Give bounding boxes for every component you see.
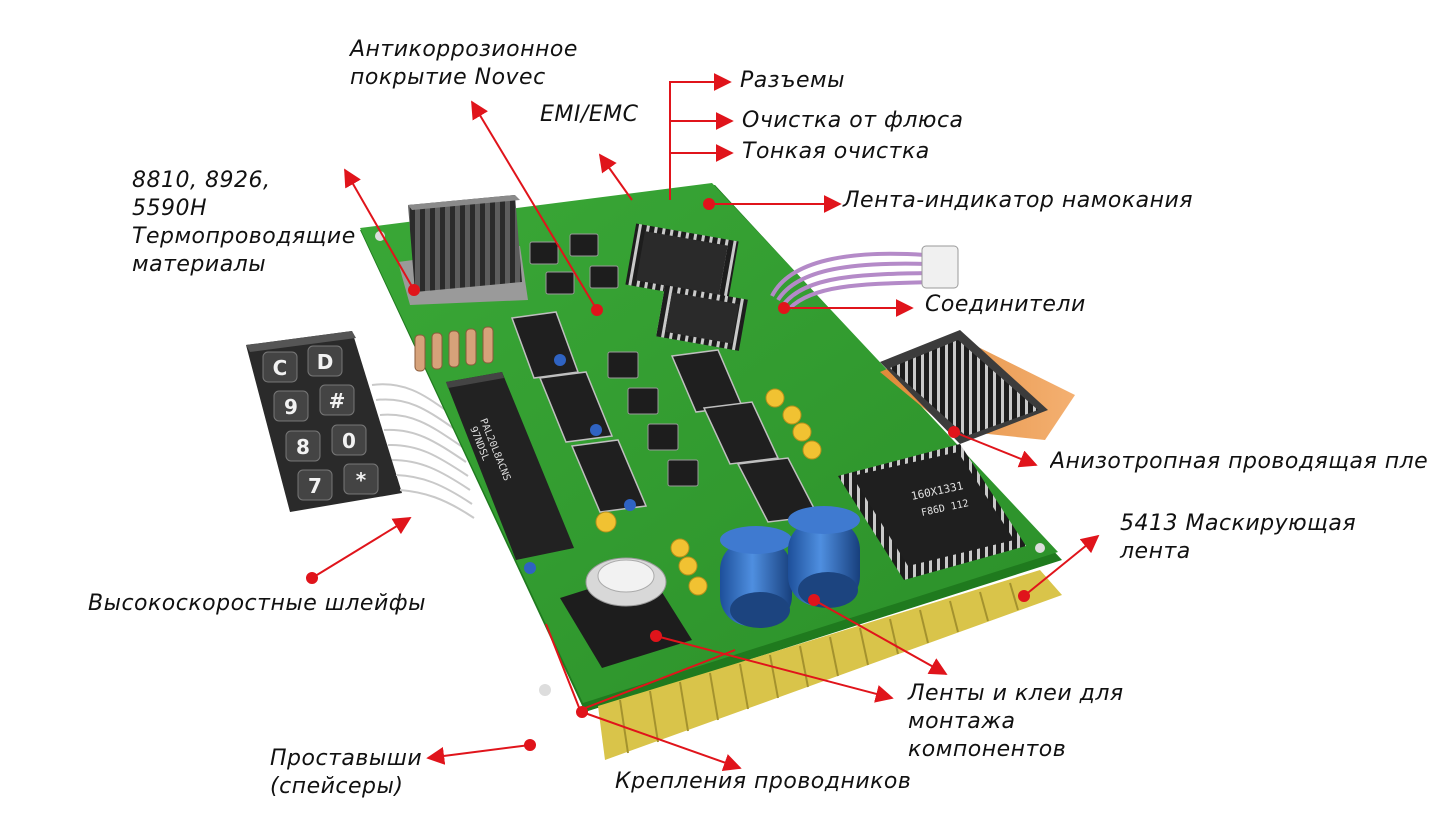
label-line: Антикоррозионное xyxy=(350,37,578,62)
keypad-key: * xyxy=(356,468,367,492)
arrow-masking xyxy=(1023,534,1100,597)
keypad-key: 9 xyxy=(284,395,298,419)
label-line: Термопроводящие xyxy=(132,224,356,249)
label-flux-cleaning: Очистка от флюса xyxy=(742,108,964,133)
label-spacers: Проставыши (спейсеры) xyxy=(270,745,422,801)
arrow-fasteners xyxy=(581,711,742,772)
keypad-key: C xyxy=(273,356,288,380)
label-connectors: Соединители xyxy=(925,292,1086,317)
keypad-key: 0 xyxy=(342,429,356,453)
dip-chips xyxy=(510,311,820,523)
label-fasteners: Крепления проводников xyxy=(615,769,912,794)
arrow-tapes-2 xyxy=(813,599,948,675)
arrow-thermal xyxy=(344,168,415,291)
label-line: компонентов xyxy=(908,737,1067,762)
keypad: C D 9 # 8 0 7 * xyxy=(246,331,402,512)
ceramic-capacitors xyxy=(595,388,822,596)
label-moisture: Лента-индикатор намокания xyxy=(843,188,1193,213)
keypad-key: 8 xyxy=(296,435,310,459)
wire-connector xyxy=(770,245,959,310)
label-novec: Антикоррозионное покрытие Novec xyxy=(350,36,578,92)
keypad-key: # xyxy=(329,389,346,413)
label-line: покрытие Novec xyxy=(350,65,546,90)
label-thermal: 8810, 8926, 5590H Термопроводящие матери… xyxy=(132,167,356,279)
label-line: материалы xyxy=(132,252,267,277)
label-line: 5590H xyxy=(132,196,208,221)
resistors xyxy=(414,326,494,372)
label-fine-cleaning: Тонкая очистка xyxy=(742,139,930,164)
arrow-novec xyxy=(471,100,598,311)
arrow-tapes-1 xyxy=(655,635,894,703)
large-qfp-chip: 160X1331 F86D 112 xyxy=(838,444,1026,580)
label-aniso: Анизотропная проводящая пле xyxy=(1050,449,1429,474)
large-dip-chip: PAL20L8ACNS 97NDSL xyxy=(446,372,574,560)
bracket-connectors xyxy=(669,73,732,200)
keypad-key: D xyxy=(317,350,334,374)
small-blue-capacitors xyxy=(524,354,636,574)
label-cables: Высокоскоростные шлейфы xyxy=(88,591,426,616)
label-emi: EMI/EMC xyxy=(540,102,639,127)
arrow-cables xyxy=(311,517,412,579)
label-tapes: Ленты и клеи для монтажа компонентов xyxy=(908,680,1124,764)
heatsink xyxy=(398,195,528,305)
keypad-key: 7 xyxy=(308,474,322,498)
label-razemy: Разъемы xyxy=(740,68,845,93)
electrolytic-capacitors xyxy=(720,506,860,628)
arrow-aniso xyxy=(953,431,1038,468)
label-line: 5413 Маскирующая xyxy=(1120,511,1357,536)
annotation-arrows xyxy=(306,73,1100,772)
arrow-spacers xyxy=(426,744,531,765)
label-line: монтажа xyxy=(908,709,1016,734)
label-line: Проставыши xyxy=(270,746,423,771)
arrow-emi xyxy=(598,153,633,201)
label-masking: 5413 Маскирующая лента xyxy=(1120,510,1356,566)
label-line: (спейсеры) xyxy=(270,774,404,799)
qfp-chips xyxy=(625,223,748,351)
edge-contacts xyxy=(598,570,1062,760)
keypad-keys: C D 9 # 8 0 7 * xyxy=(262,345,379,501)
label-line: лента xyxy=(1120,539,1191,564)
label-line: 8810, 8926, xyxy=(132,168,271,193)
small-chips xyxy=(529,233,699,487)
label-line: Ленты и клеи для xyxy=(908,681,1124,706)
flat-ribbon-cable xyxy=(880,330,1075,444)
battery-socket xyxy=(560,557,692,668)
